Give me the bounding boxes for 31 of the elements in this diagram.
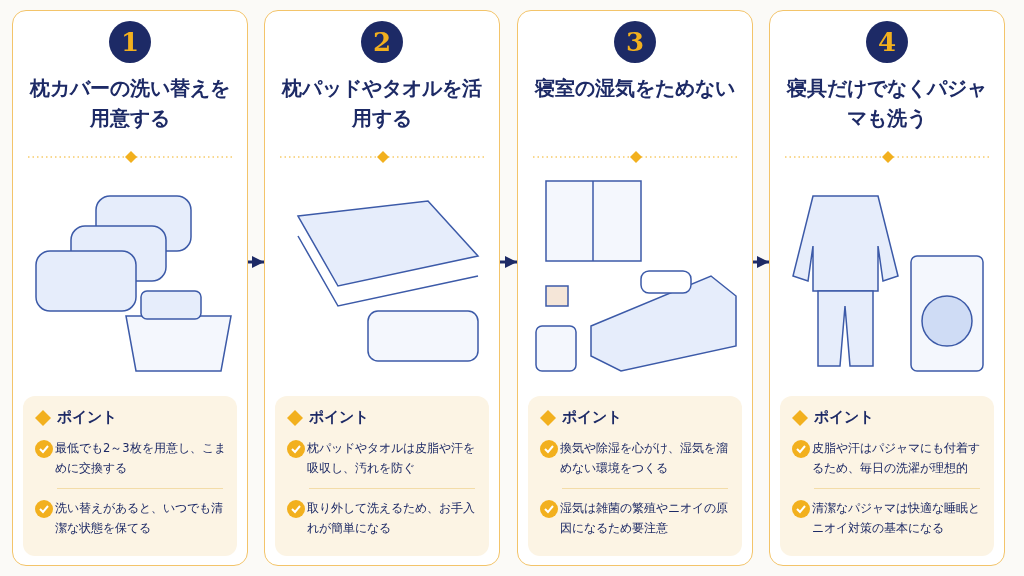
point-text: 換気や除湿を心がけ、湿気を溜めない環境をつくる — [560, 440, 729, 477]
step-title: 寝具だけでなくパジャマも洗う — [785, 75, 988, 132]
point-text: 清潔なパジャマは快適な睡眠とニオイ対策の基本になる — [812, 500, 981, 537]
point-heading: ポイント — [309, 408, 369, 427]
step-number: 3 — [614, 21, 656, 63]
chevron-arrow — [500, 256, 517, 268]
point-text: 取り外して洗えるため、お手入れが簡単になる — [307, 500, 476, 537]
step-card — [517, 10, 753, 566]
point-heading: ポイント — [562, 408, 622, 427]
point-heading: ポイント — [57, 408, 117, 427]
step-title: 枕カバーの洗い替えを用意する — [28, 75, 231, 132]
point-text: 最低でも2～3枚を用意し、こまめに交換する — [55, 440, 227, 477]
step-title: 寝室の湿気をためない — [533, 75, 736, 102]
step-number: 1 — [109, 21, 151, 63]
point-panel — [780, 396, 994, 556]
step-number: 2 — [361, 21, 403, 63]
point-text: 枕パッドやタオルは皮脂や汗を吸収し、汚れを防ぐ — [307, 440, 476, 477]
point-text: 皮脂や汗はパジャマにも付着するため、毎日の洗濯が理想的 — [812, 440, 981, 477]
point-text: 湿気は雑菌の繁殖やニオイの原因になるため要注意 — [560, 500, 729, 537]
point-text: 洗い替えがあると、いつでも清潔な状態を保てる — [55, 500, 224, 537]
chevron-arrow — [248, 256, 264, 268]
chevron-arrow — [753, 256, 769, 268]
point-heading: ポイント — [814, 408, 874, 427]
step-card — [264, 10, 500, 566]
step-card — [12, 10, 248, 566]
point-panel — [275, 396, 489, 556]
point-panel — [528, 396, 742, 556]
step-card — [769, 10, 1005, 566]
step-number: 4 — [866, 21, 908, 63]
step-title: 枕パッドやタオルを活用する — [280, 75, 483, 132]
point-panel — [23, 396, 237, 556]
